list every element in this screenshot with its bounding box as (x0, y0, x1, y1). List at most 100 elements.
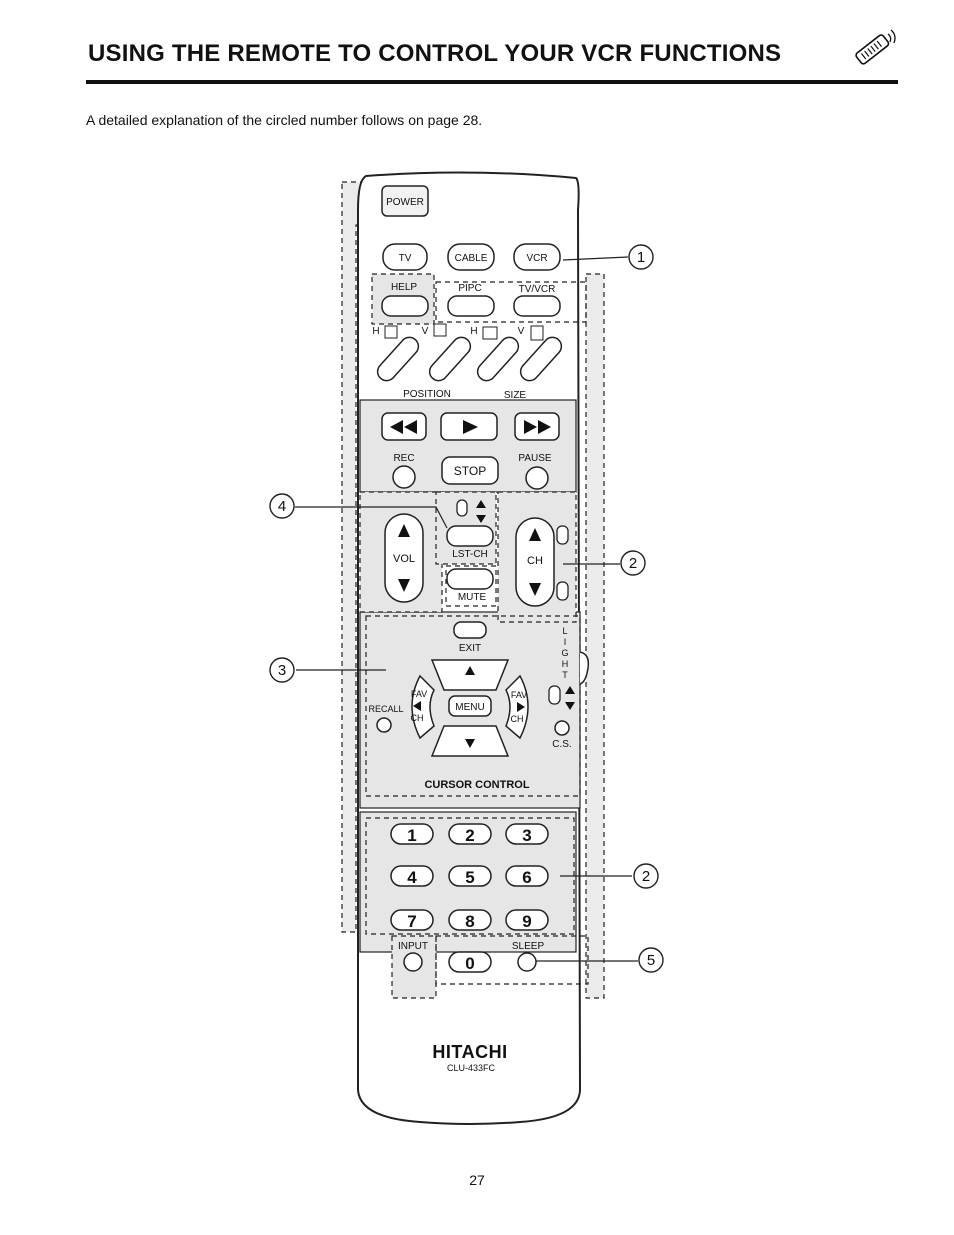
light-button[interactable] (579, 651, 590, 685)
help-label: HELP (391, 282, 417, 293)
cursor-right-button[interactable] (505, 674, 529, 740)
digit-3-label: 3 (522, 826, 531, 845)
vol-down-icon (398, 579, 410, 592)
digit-6-button[interactable] (505, 865, 549, 887)
callout-4-circle (269, 493, 295, 519)
cs-button[interactable] (554, 720, 570, 736)
ch-up-mouse-icon (556, 525, 569, 545)
rec-button[interactable] (392, 465, 416, 489)
size-label: SIZE (504, 390, 527, 401)
menu-button[interactable] (448, 695, 492, 717)
sleep-label: SLEEP (512, 941, 545, 952)
callout-number-6: 5 (647, 952, 655, 969)
stop-button[interactable] (441, 456, 499, 485)
intro-text: A detailed explanation of the circled nu… (86, 112, 483, 128)
exit-label: EXIT (459, 643, 481, 654)
fav-right-arrow-icon (517, 702, 525, 712)
position-h-button[interactable] (374, 334, 422, 385)
callout-2b-circle (633, 863, 659, 889)
callout-number-3: 2 (629, 555, 637, 572)
input-button[interactable] (403, 952, 423, 972)
callout-1-line (562, 256, 629, 261)
digit-3-button[interactable] (505, 823, 549, 845)
cursor-dash (365, 615, 581, 797)
ch-down-icon (529, 583, 541, 596)
callout-number-2: 4 (278, 498, 286, 515)
vol-up-icon (398, 524, 410, 537)
vcr-button[interactable] (513, 243, 561, 271)
size-v-icon (530, 325, 544, 341)
v2-label: V (518, 326, 525, 337)
digit-9-label: 9 (522, 912, 531, 931)
ch-rocker[interactable] (515, 517, 555, 607)
pipc-button[interactable] (447, 295, 495, 317)
digit-5-button[interactable] (448, 865, 492, 887)
pause-button[interactable] (525, 466, 549, 490)
digit-0-button[interactable] (448, 951, 492, 973)
pipc-region (435, 281, 587, 323)
vol-rocker[interactable] (384, 513, 424, 603)
cursor-left-button[interactable] (411, 674, 435, 740)
callout-4-line (295, 506, 448, 529)
tv-button[interactable] (382, 243, 428, 271)
light-letter-i: I (564, 637, 567, 647)
fast-forward-button[interactable] (514, 412, 560, 441)
recall-label: RECALL (368, 704, 403, 714)
cursor-up-icon (465, 666, 475, 675)
digit-2-button[interactable] (448, 823, 492, 845)
ch-left-label: CH (411, 713, 424, 723)
digit-9-button[interactable] (505, 909, 549, 931)
position-v-button[interactable] (426, 334, 474, 385)
help-button[interactable] (381, 295, 429, 317)
position-h-icon (384, 325, 398, 339)
size-v-button[interactable] (517, 334, 565, 385)
digit-8-label: 8 (465, 912, 474, 931)
ch-up-icon (529, 528, 541, 541)
cursor-down-icon (465, 739, 475, 748)
fast-forward-icon (524, 420, 551, 434)
h2-label: H (470, 326, 477, 337)
callout-number-5: 2 (642, 868, 650, 885)
tvvcr-button[interactable] (513, 295, 561, 317)
page-title: USING THE REMOTE TO CONTROL YOUR VCR FUN… (88, 40, 782, 67)
digit-8-button[interactable] (448, 909, 492, 931)
light-letter-l: L (562, 626, 567, 636)
fav-left-arrow-icon (413, 701, 421, 711)
callout-3-circle (269, 657, 295, 683)
cursor-control-label: CURSOR CONTROL (424, 779, 529, 791)
digit-1-button[interactable] (390, 823, 434, 845)
tv-label: TV (399, 253, 412, 264)
callout-number-1: 1 (637, 249, 645, 266)
exit-button[interactable] (453, 621, 487, 639)
power-button[interactable] (381, 185, 429, 217)
size-h-button[interactable] (474, 334, 522, 385)
sleep-button[interactable] (517, 952, 537, 972)
rewind-icon (390, 420, 417, 434)
ch-down-mouse-icon (556, 581, 569, 601)
page-number: 27 (469, 1172, 485, 1188)
remote-control-icon (855, 29, 896, 65)
light-letter-t: T (562, 670, 568, 680)
rewind-button[interactable] (381, 412, 427, 441)
digit-7-button[interactable] (390, 909, 434, 931)
digit-4-button[interactable] (390, 865, 434, 887)
fav-left-label: FAV (411, 689, 427, 699)
power-label: POWER (386, 197, 424, 208)
cable-button[interactable] (447, 243, 495, 271)
digit-6-label: 6 (522, 868, 531, 887)
digit-7-label: 7 (407, 912, 416, 931)
brand-logo: HITACHI (432, 1042, 507, 1062)
lstch-button[interactable] (446, 525, 494, 547)
mouse-icon (456, 499, 468, 517)
callout-number-4: 3 (278, 662, 286, 679)
cable-label: CABLE (455, 253, 488, 264)
pause-label: PAUSE (518, 453, 551, 464)
stop-label: STOP (454, 464, 486, 478)
position-v-icon (433, 323, 447, 337)
model-number: CLU-433FC (447, 1063, 496, 1073)
recall-button[interactable] (376, 717, 392, 733)
rec-label: REC (393, 453, 414, 464)
mute-button[interactable] (446, 568, 494, 590)
light-letter-h: H (562, 659, 569, 669)
